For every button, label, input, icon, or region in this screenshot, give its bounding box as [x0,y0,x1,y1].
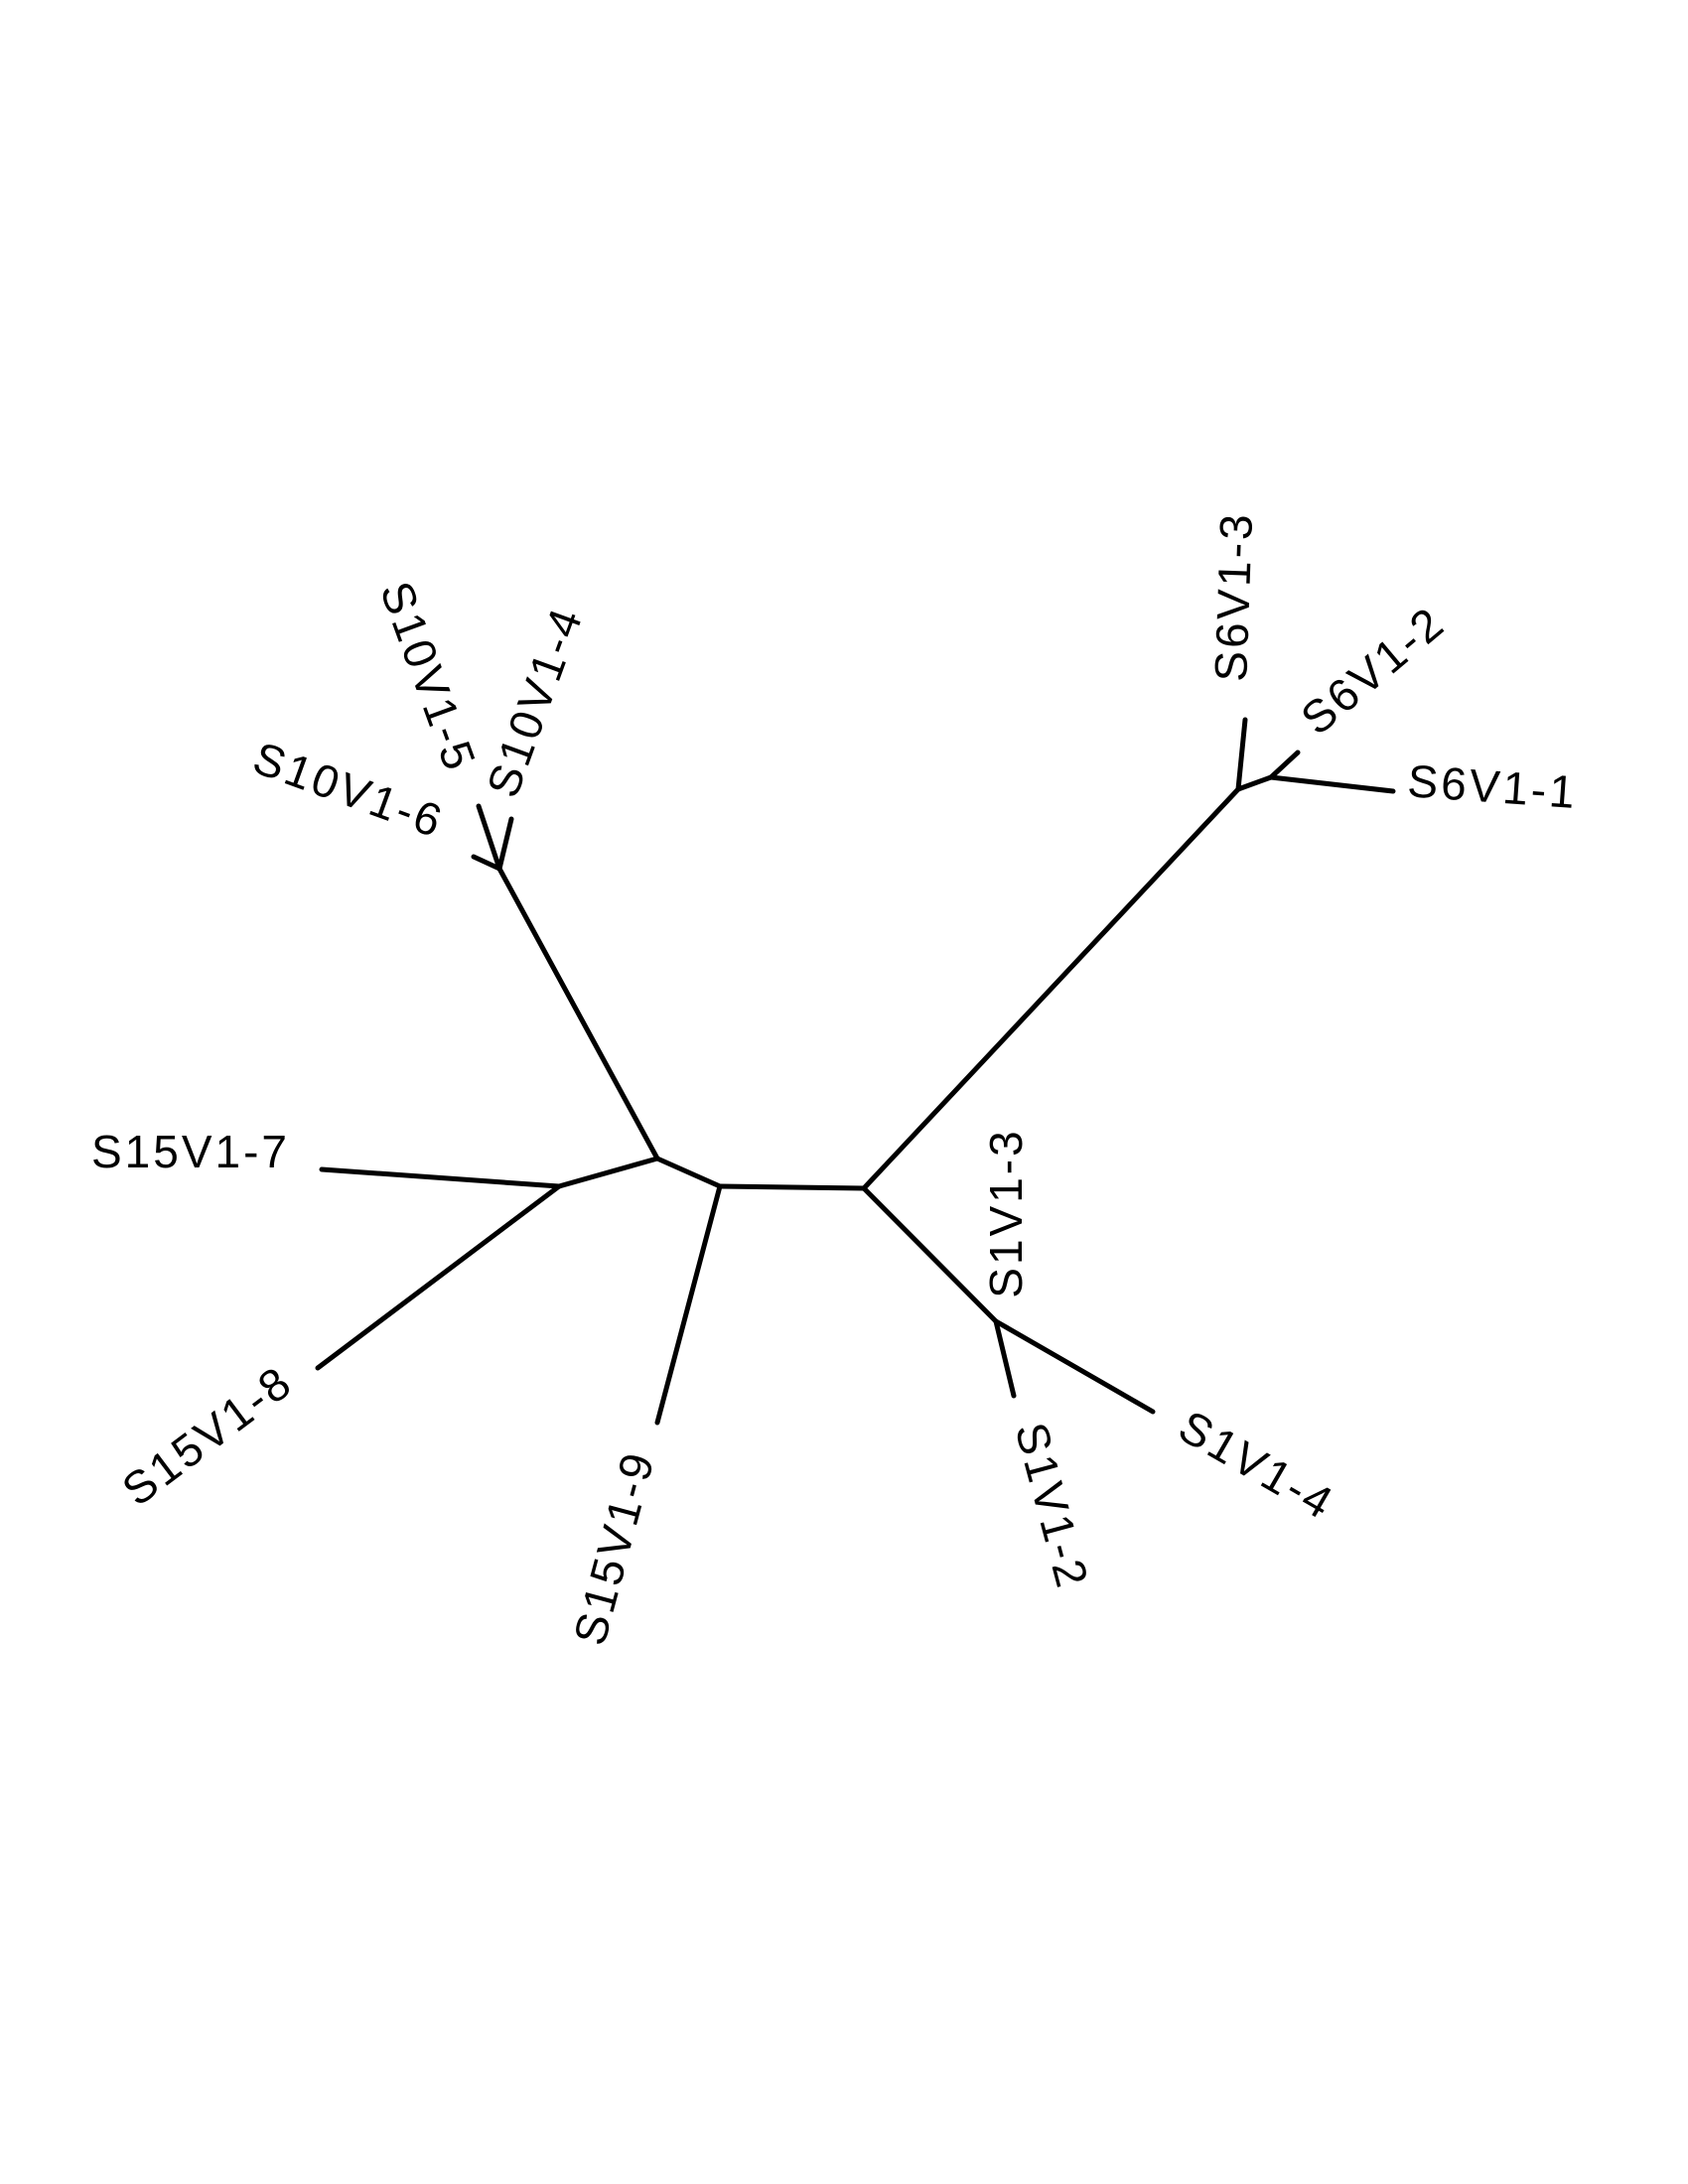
branch-s15v1-9 [654,1183,723,1426]
leaf-label-s10v1-6: S10V1-6 [246,732,451,848]
leaf-label-s15v1-8: S15V1-8 [112,1355,302,1516]
branch-s1v1-4 [993,1318,1156,1415]
leaf-label-s1v1-4: S1V1-4 [1171,1400,1343,1530]
branch-s1v1-2 [993,1318,1017,1399]
internal-branch [496,866,660,1161]
leaf-label-s15v1-7: S15V1-7 [91,1126,290,1177]
tree-branches [315,717,1396,1426]
leaf-label-s10v1-4: S10V1-4 [477,600,593,804]
branch-s10v1-4 [496,816,514,872]
leaf-label-s15v1-9: S15V1-9 [563,1445,664,1651]
internal-branch [717,1183,867,1191]
internal-branch [861,1185,999,1324]
leaf-label-s1v1-3: S1V1-3 [980,1128,1032,1297]
internal-branch [861,786,1241,1191]
branch-s15v1-7 [319,1166,562,1189]
branch-s6v1-3 [1235,717,1248,792]
leaf-label-s6v1-1: S6V1-1 [1406,754,1580,818]
internal-branch [556,1156,660,1189]
branch-s15v1-8 [315,1183,562,1371]
internal-branch [654,1156,723,1189]
branch-s10v1-5 [476,803,502,872]
branch-s6v1-2 [1268,750,1301,780]
branch-s10v1-6 [471,854,502,872]
leaf-labels: S15V1-7 S15V1-8 S15V1-9 S10V1-6 S10V1-5 … [91,510,1580,1650]
internal-branch [1235,774,1274,792]
branch-s6v1-1 [1268,774,1396,794]
leaf-label-s10v1-5: S10V1-5 [370,575,487,779]
leaf-label-s6v1-2: S6V1-2 [1291,596,1455,745]
leaf-label-s1v1-2: S1V1-2 [1005,1417,1099,1594]
leaf-label-s6v1-3: S6V1-3 [1204,510,1262,682]
